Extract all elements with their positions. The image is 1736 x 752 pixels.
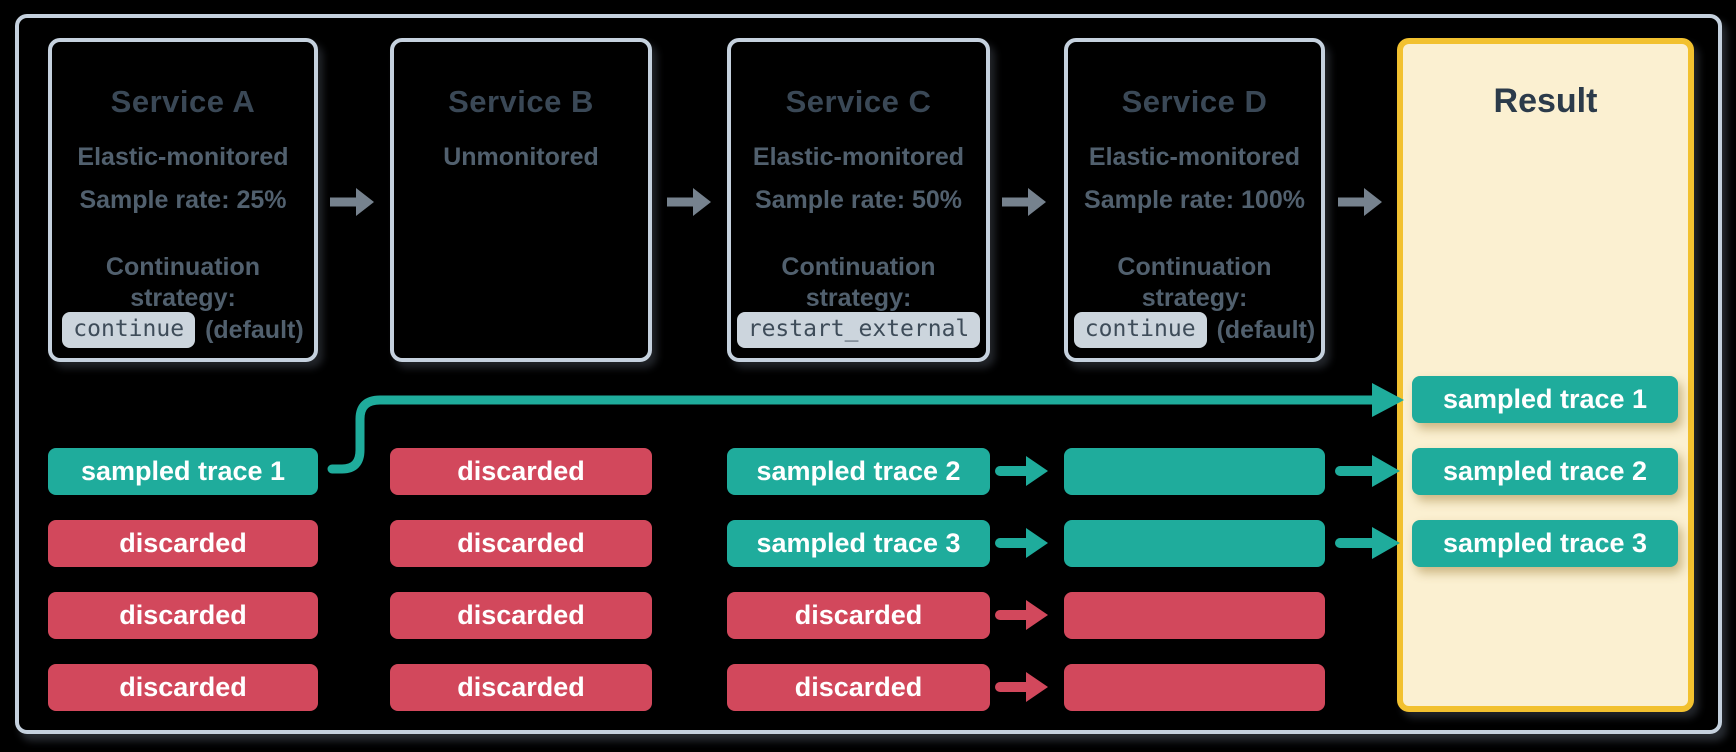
col-a-trace-chip-3: discarded (48, 592, 318, 639)
col-b-trace-chip-1: discarded (390, 448, 652, 495)
diagram-frame (15, 14, 1722, 734)
service-c-subtitle: Elastic-monitored (752, 143, 965, 171)
service-a-strategy-row: continue (default) (52, 312, 314, 348)
service-c-strategy-code: restart_external (736, 312, 981, 348)
col-a-trace-chip-4: discarded (48, 664, 318, 711)
service-a-strategy-suffix: (default) (205, 315, 304, 344)
service-b-title: Service B (448, 84, 594, 119)
service-c-strategy-label: Continuation strategy: (781, 253, 936, 312)
col-b-trace-chip-4: discarded (390, 664, 652, 711)
service-b-subtitle: Unmonitored (443, 143, 599, 171)
col-a-trace-chip-1: sampled trace 1 (48, 448, 318, 495)
service-a-sample-rate: Sample rate: 25% (79, 186, 287, 214)
service-c-strategy-row: restart_external (731, 312, 986, 348)
service-d-subtitle: Elastic-monitored (1088, 143, 1301, 171)
result-trace-chip-3: sampled trace 3 (1412, 520, 1678, 567)
result-trace-chip-2: sampled trace 2 (1412, 448, 1678, 495)
service-a-subtitle: Elastic-monitored (77, 143, 289, 171)
col-d-trace-chip-4 (1064, 664, 1325, 711)
col-d-trace-chip-3 (1064, 592, 1325, 639)
col-b-trace-chip-2: discarded (390, 520, 652, 567)
col-b-trace-chip-3: discarded (390, 592, 652, 639)
service-d-strategy-suffix: (default) (1216, 315, 1316, 344)
col-c-trace-chip-1: sampled trace 2 (727, 448, 990, 495)
service-d-title: Service D (1121, 84, 1268, 119)
result-trace-chip-1: sampled trace 1 (1412, 376, 1678, 423)
service-a-box: Service A Elastic-monitored Sample rate:… (48, 38, 318, 362)
result-title: Result (1493, 82, 1598, 120)
service-c-sample-rate: Sample rate: 50% (754, 186, 963, 214)
col-a-trace-chip-2: discarded (48, 520, 318, 567)
col-c-trace-chip-3: discarded (727, 592, 990, 639)
service-b-box: Service B Unmonitored (390, 38, 652, 362)
service-c-title: Service C (785, 84, 932, 119)
service-d-strategy-label: Continuation strategy: (1117, 253, 1272, 312)
service-a-title: Service A (110, 84, 256, 119)
service-d-strategy-row: continue (default) (1068, 312, 1321, 348)
service-d-strategy-code: continue (1073, 312, 1207, 348)
col-c-trace-chip-4: discarded (727, 664, 990, 711)
service-d-box: Service D Elastic-monitored Sample rate:… (1064, 38, 1325, 362)
service-d-sample-rate: Sample rate: 100% (1084, 186, 1305, 214)
col-d-trace-chip-1 (1064, 448, 1325, 495)
service-c-box: Service C Elastic-monitored Sample rate:… (727, 38, 990, 362)
service-a-strategy-label: Continuation strategy: (105, 253, 261, 312)
col-d-trace-chip-2 (1064, 520, 1325, 567)
col-c-trace-chip-2: sampled trace 3 (727, 520, 990, 567)
service-a-strategy-code: continue (62, 312, 196, 348)
result-box: Result (1397, 38, 1694, 712)
